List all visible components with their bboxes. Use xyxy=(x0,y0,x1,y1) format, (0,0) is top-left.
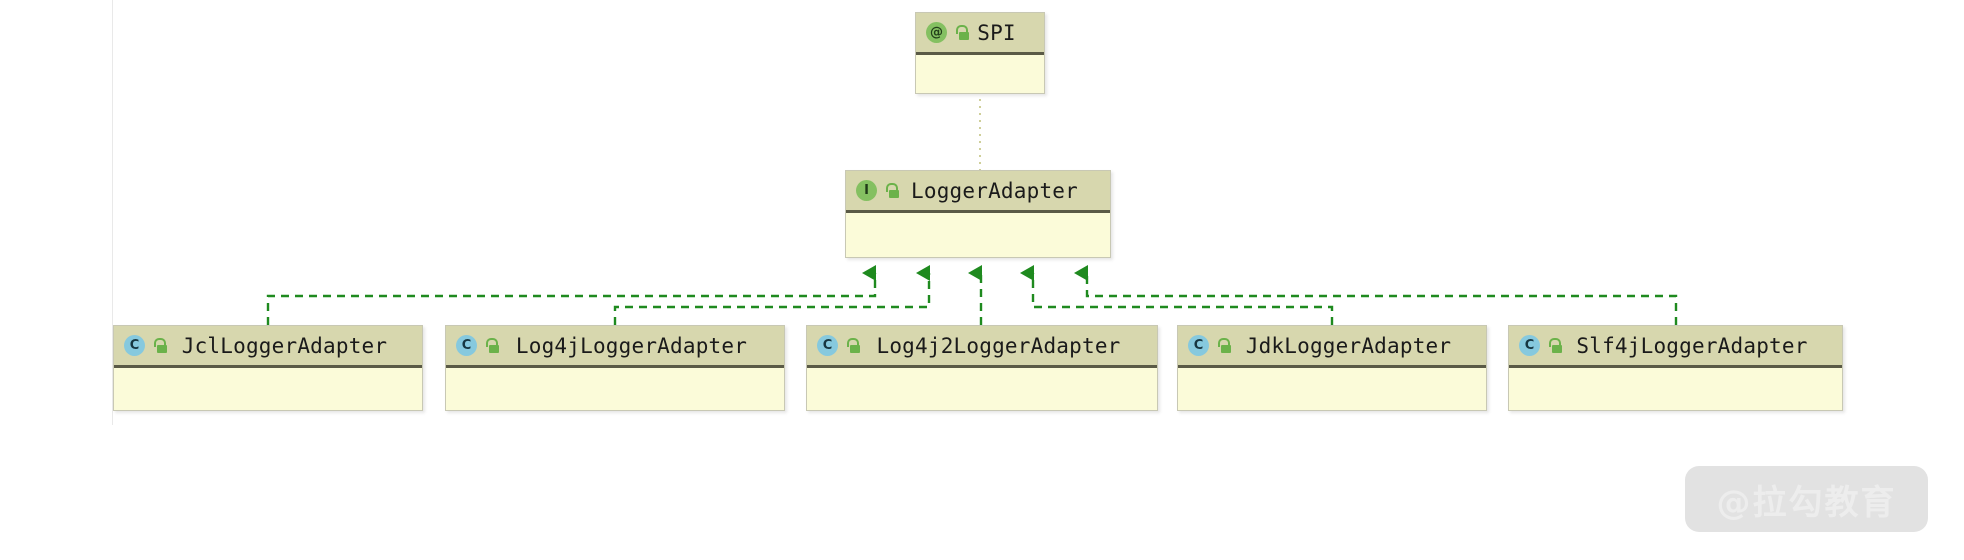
uml-node-jdkloggeradapter[interactable]: C JdkLoggerAdapter xyxy=(1177,325,1487,411)
uml-node-title: Log4jLoggerAdapter xyxy=(515,333,748,358)
unlocked-padlock-icon xyxy=(845,338,860,353)
uml-node-title: JclLoggerAdapter xyxy=(181,333,388,358)
uml-node-members xyxy=(846,213,1110,257)
unlocked-padlock-icon xyxy=(884,183,899,198)
uml-node-header: C Log4jLoggerAdapter xyxy=(446,326,784,368)
uml-node-header: C JclLoggerAdapter xyxy=(114,326,422,368)
class-stereotype-icon: C xyxy=(124,335,145,356)
unlocked-padlock-icon xyxy=(1547,338,1562,353)
uml-node-members xyxy=(1178,368,1486,410)
annotation-stereotype-icon: @ xyxy=(926,22,947,43)
interface-stereotype-icon: I xyxy=(856,180,877,201)
uml-node-header: C JdkLoggerAdapter xyxy=(1178,326,1486,368)
uml-node-log4j2loggeradapter[interactable]: C Log4j2LoggerAdapter xyxy=(806,325,1158,411)
connector-slf4j-to-loggeradapter xyxy=(1074,265,1678,325)
uml-node-title: Slf4jLoggerAdapter xyxy=(1576,333,1808,358)
uml-node-spi[interactable]: @ SPI xyxy=(915,12,1045,94)
uml-node-header: I LoggerAdapter xyxy=(846,171,1110,213)
unlocked-padlock-icon xyxy=(484,338,499,353)
uml-node-title: LoggerAdapter xyxy=(911,178,1078,203)
uml-node-members xyxy=(1509,368,1842,410)
uml-node-title: SPI xyxy=(977,20,1016,45)
watermark-badge: @拉勾教育 xyxy=(1685,466,1928,532)
uml-node-members xyxy=(114,368,422,410)
uml-node-header: C Slf4jLoggerAdapter xyxy=(1509,326,1842,368)
class-stereotype-icon: C xyxy=(1188,335,1209,356)
class-stereotype-icon: C xyxy=(817,335,838,356)
watermark-text: @拉勾教育 xyxy=(1716,482,1897,523)
uml-node-header: C Log4j2LoggerAdapter xyxy=(807,326,1157,368)
uml-node-members xyxy=(446,368,784,410)
connector-jcl-to-loggeradapter xyxy=(266,265,877,325)
uml-node-members xyxy=(807,368,1157,410)
uml-node-jclloggeradapter[interactable]: C JclLoggerAdapter xyxy=(113,325,423,411)
uml-node-header: @ SPI xyxy=(916,13,1044,55)
unlocked-padlock-icon xyxy=(1216,338,1231,353)
unlocked-padlock-icon xyxy=(152,338,167,353)
uml-node-members xyxy=(916,55,1044,93)
uml-node-title: Log4j2LoggerAdapter xyxy=(876,333,1121,358)
uml-node-loggeradapter[interactable]: I LoggerAdapter xyxy=(845,170,1111,258)
class-stereotype-icon: C xyxy=(1519,335,1540,356)
left-margin-guide xyxy=(112,0,113,425)
uml-node-slf4jloggeradapter[interactable]: C Slf4jLoggerAdapter xyxy=(1508,325,1843,411)
uml-node-log4jloggeradapter[interactable]: C Log4jLoggerAdapter xyxy=(445,325,785,411)
class-stereotype-icon: C xyxy=(456,335,477,356)
unlocked-padlock-icon xyxy=(954,25,969,40)
uml-node-title: JdkLoggerAdapter xyxy=(1245,333,1452,358)
connector-jdk-to-loggeradapter xyxy=(1020,265,1334,325)
connector-log4j-to-loggeradapter xyxy=(613,265,931,325)
